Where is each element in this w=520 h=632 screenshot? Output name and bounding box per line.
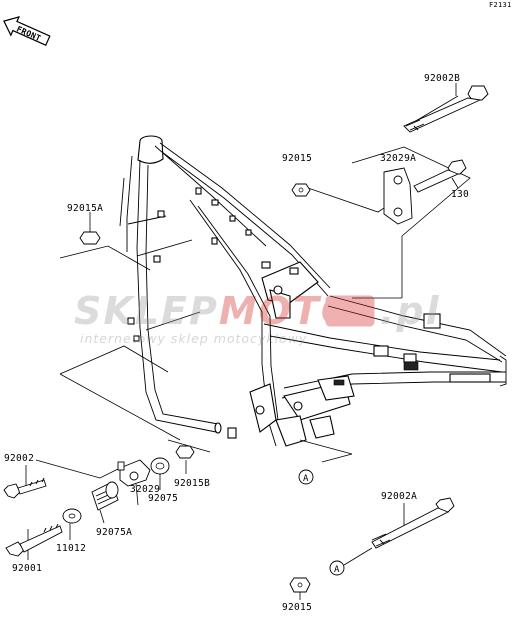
label-92002B: 92002B xyxy=(424,73,460,84)
label-92001: 92001 xyxy=(12,563,42,574)
reference-marker-a-1: A xyxy=(298,469,314,485)
bolt-92002B xyxy=(403,85,489,133)
watermark-logo: SKLEPMOTO .pl internetowy sklep motocykl… xyxy=(74,289,441,346)
bolt-92001 xyxy=(5,523,63,557)
nut-92015B xyxy=(175,445,195,459)
label-11012: 11012 xyxy=(56,543,86,554)
front-arrow-icon: FRONT xyxy=(3,15,51,47)
label-92075A: 92075A xyxy=(96,527,132,538)
label-130: 130 xyxy=(451,189,469,200)
label-92015-lower: 92015 xyxy=(282,602,312,613)
svg-text:SKLEPMOTO: SKLEPMOTO xyxy=(74,289,355,333)
bolt-92002A xyxy=(371,497,455,549)
nut-92015-lower xyxy=(289,577,311,593)
motorcycle-frame xyxy=(119,135,507,447)
label-92015B: 92015B xyxy=(174,478,210,489)
label-92015A: 92015A xyxy=(67,203,103,214)
nut-92015-upper xyxy=(291,183,311,197)
collar-92075 xyxy=(150,457,170,475)
watermark-brand-part2: MOTO xyxy=(219,289,355,333)
bolt-130 xyxy=(413,159,467,193)
label-92075: 92075 xyxy=(148,493,178,504)
nut-92015A xyxy=(79,231,101,245)
watermark-brand-part3: .pl xyxy=(380,289,441,333)
bracket-32029 xyxy=(117,459,151,487)
label-92002A: 92002A xyxy=(381,491,417,502)
reference-marker-a-2: A xyxy=(329,560,345,576)
svg-text:A: A xyxy=(334,565,340,575)
svg-text:A: A xyxy=(303,474,309,484)
collar-92075A xyxy=(91,481,119,511)
bracket-32029A xyxy=(383,167,413,225)
watermark-tagline: internetowy sklep motocyklowy xyxy=(80,331,307,346)
bolt-92002 xyxy=(3,477,47,499)
label-32029: 32029 xyxy=(130,484,160,495)
watermark-brand-part1: SKLEP xyxy=(74,289,219,333)
diagram-code: F2131 xyxy=(489,1,512,9)
label-32029A: 32029A xyxy=(380,153,416,164)
spacer-11012 xyxy=(62,508,82,524)
label-92002: 92002 xyxy=(4,453,34,464)
label-92015-upper: 92015 xyxy=(282,153,312,164)
